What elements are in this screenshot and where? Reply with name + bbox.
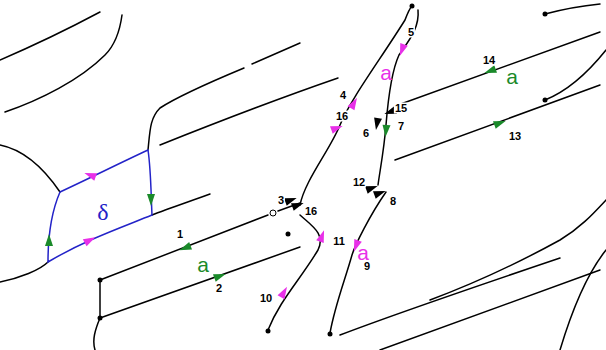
- contour: [5, 15, 122, 112]
- arrowhead: [178, 242, 192, 254]
- arrowhead: [316, 229, 328, 243]
- contour: [252, 43, 300, 64]
- contour: [160, 78, 338, 145]
- callout-number: 9: [363, 261, 371, 272]
- arrowheads: [45, 43, 507, 299]
- contour: [100, 247, 300, 318]
- contour: [395, 85, 600, 160]
- dot: [98, 316, 103, 321]
- dot: [286, 232, 291, 237]
- contour: [0, 12, 100, 60]
- contour: [94, 318, 100, 350]
- callout-number: 1: [176, 229, 184, 240]
- contour: [430, 200, 606, 300]
- contour: [0, 145, 60, 192]
- contour: [99, 280, 101, 318]
- callout-number: 7: [397, 121, 405, 132]
- dot: [266, 329, 271, 334]
- contour-dots: [98, 4, 548, 337]
- callout-number: 14: [482, 55, 496, 66]
- contour: [380, 270, 600, 350]
- dot: [543, 98, 548, 103]
- callout-number: 5: [407, 27, 415, 38]
- arrowhead: [483, 65, 497, 77]
- contour: [330, 192, 386, 333]
- contour: [0, 262, 48, 282]
- arrowhead: [373, 187, 387, 199]
- contour: [560, 250, 606, 350]
- region-label: a: [356, 242, 370, 263]
- arrowhead: [147, 194, 155, 206]
- dot: [98, 278, 103, 283]
- contour-lines: [0, 4, 606, 350]
- arrowhead: [381, 125, 390, 138]
- region-label: a: [505, 66, 519, 87]
- callout-number: 10: [259, 293, 273, 304]
- dot: [543, 12, 548, 17]
- callout-number: 2: [215, 283, 223, 294]
- callout-number: 15: [394, 103, 408, 114]
- contour: [152, 194, 210, 215]
- contour: [268, 215, 320, 330]
- callout-number: 6: [362, 128, 370, 139]
- callout-number: 16: [304, 206, 318, 217]
- arrowhead: [45, 234, 53, 246]
- contour: [398, 32, 600, 105]
- callout-number: 16: [335, 111, 349, 122]
- arrowhead: [83, 234, 97, 247]
- contour: [545, 50, 606, 100]
- arrowhead: [372, 117, 382, 130]
- callout-number: 12: [352, 177, 366, 188]
- arrowhead: [213, 270, 227, 282]
- contour: [148, 68, 244, 150]
- callout-number: 13: [508, 131, 522, 142]
- region-label: δ: [96, 200, 109, 224]
- region-label: a: [379, 62, 393, 83]
- callout-number: 3: [277, 195, 285, 206]
- callout-number: 11: [332, 236, 346, 247]
- open-dot: [270, 210, 276, 216]
- callout-number: 4: [339, 90, 347, 101]
- arrowhead: [278, 285, 291, 299]
- dot: [328, 332, 333, 337]
- contour: [300, 6, 412, 205]
- arrowhead: [330, 122, 344, 134]
- contour: [545, 4, 600, 14]
- delta-pocket: [48, 150, 152, 262]
- arrowhead: [83, 169, 97, 181]
- arrowhead: [493, 117, 507, 129]
- contour: [100, 215, 268, 280]
- callout-number: 8: [389, 196, 397, 207]
- arrowhead: [348, 96, 361, 110]
- arrowhead: [396, 43, 408, 57]
- region-label: a: [196, 254, 210, 275]
- dot: [410, 4, 415, 9]
